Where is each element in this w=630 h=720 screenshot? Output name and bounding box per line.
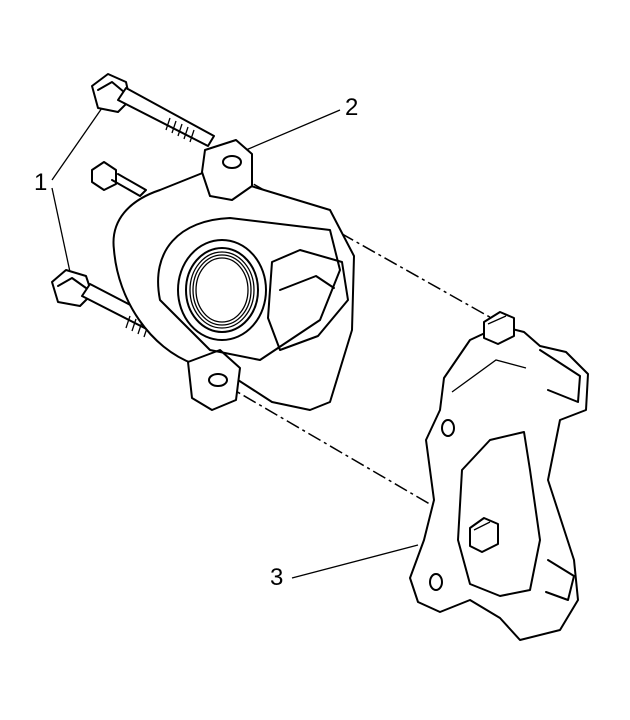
callout-3-leader: [291, 544, 419, 579]
callout-2-leader: [245, 109, 341, 151]
bleeder-screw: [91, 161, 147, 197]
callout-1-leaders: [51, 107, 103, 273]
upper-caliper-bolt: [91, 73, 215, 147]
callout-3-label: 3: [270, 564, 284, 591]
mounting-bracket: [409, 311, 589, 641]
caliper-body: [112, 139, 355, 411]
callout-1-label: 1: [34, 169, 48, 196]
callout-2-label: 2: [345, 94, 359, 121]
